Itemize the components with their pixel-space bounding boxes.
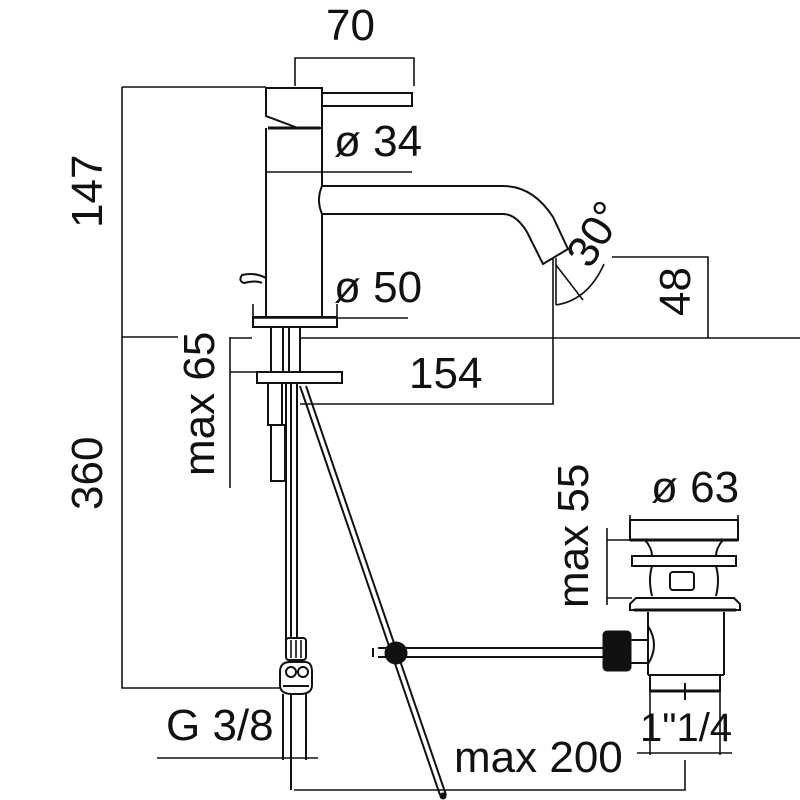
dim-body-diameter: ø 34 xyxy=(334,117,422,166)
dim-lever-length: 70 xyxy=(326,1,375,50)
waste-connector-nut xyxy=(602,630,632,672)
dim-total-height: 147 xyxy=(63,155,112,228)
pop-up-knob xyxy=(239,273,267,285)
fixing-washer xyxy=(256,371,343,384)
waste-cap xyxy=(629,519,739,541)
base-plate xyxy=(252,316,338,328)
spout xyxy=(318,185,570,266)
pull-rod xyxy=(299,385,441,796)
dimension-lines xyxy=(121,57,800,791)
dim-waste-height: max 55 xyxy=(549,464,598,608)
faucet-body xyxy=(239,87,570,328)
under-deck-fixings xyxy=(256,327,447,800)
dim-pull-rod-max: max 200 xyxy=(454,733,623,782)
dim-spout-reach: 154 xyxy=(409,349,482,398)
dim-supply-thread: G 3/8 xyxy=(166,701,274,750)
pop-up-waste xyxy=(372,519,741,700)
dim-spout-angle: 30° xyxy=(557,193,634,275)
dim-spout-height: 48 xyxy=(651,267,700,316)
dim-deck-thickness: max 65 xyxy=(175,332,224,476)
lever-handle xyxy=(265,87,323,129)
dim-waste-thread: 1"1/4 xyxy=(640,706,732,750)
rod-clip xyxy=(384,641,408,665)
dim-waste-diameter: ø 63 xyxy=(651,463,739,512)
dim-hose-length: 360 xyxy=(63,437,112,510)
dim-base-diameter: ø 50 xyxy=(334,263,422,312)
dimension-labels: 70 ø 34 ø 50 154 ø 63 G 3/8 max 200 1"1/… xyxy=(63,1,739,782)
hose-nut xyxy=(279,661,313,695)
